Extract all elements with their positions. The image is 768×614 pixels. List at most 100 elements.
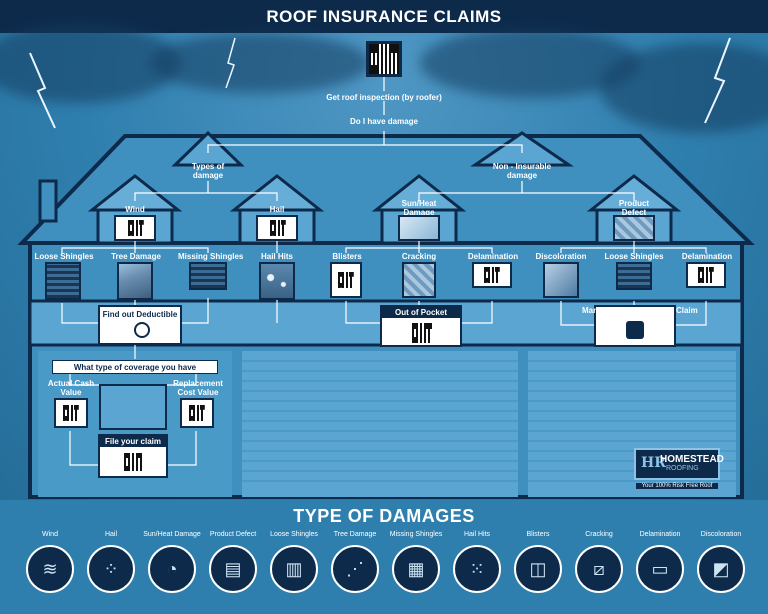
magnifier-icon [134,322,150,338]
logo-sub: ROOFING [666,465,699,472]
discoloration-icon: ◩ [697,545,745,593]
file-claim-qr-code[interactable] [122,451,144,473]
hail-hits-label: Hail Hits [260,252,293,261]
delamination-qr-code[interactable] [482,265,502,285]
missing-shingles-label: Missing Shingles [178,252,244,261]
type-of-damages-title: TYPE OF DAMAGES [293,506,475,526]
out-of-pocket-label: Out of Pocket [394,308,447,317]
cracking-icon: ⧄ [575,545,623,593]
deductible-box: Find out Deductible [98,305,182,345]
blisters-qr-code[interactable] [336,270,356,290]
step-damage-question: Do I have damage [349,117,419,126]
damage-type-item: Sun/Heat Damage ◔ [140,531,204,593]
delamination-label: Delamination [467,252,519,261]
hail-qr-box [256,215,298,241]
tree-damage-photo [117,262,153,300]
hail-hits-icon: ⁙ [453,545,501,593]
logo-monogram: HR [641,455,666,471]
delamination-qr-code-2[interactable] [696,265,716,285]
coverage-panel [99,384,167,430]
actual-cash-value-label: Actual Cash Value [47,379,95,397]
discoloration-label: Discoloration [535,252,587,261]
delamination-qr-box [472,262,512,288]
damage-type-label: Cracking [585,531,613,538]
delamination-qr-box-2 [686,262,726,288]
sun-heat-label: Sun/Heat Damage [401,199,437,217]
chimney [38,179,58,223]
hail-label: Hail [269,205,285,214]
cracking-photo [402,262,436,298]
damage-type-item: Missing Shingles ▦ [384,531,448,593]
hail-hits-photo [259,262,295,300]
inspection-qr-code[interactable] [366,41,402,77]
blisters-label: Blisters [332,252,362,261]
out-of-pocket-box: Out of Pocket [380,305,462,347]
damage-type-label: Product Defect [209,531,257,538]
actual-cash-qr-box [54,398,88,428]
blisters-icon: ◫ [514,545,562,593]
house-diagram [17,37,755,499]
damage-type-label: Wind [42,531,58,538]
damage-type-label: Discoloration [700,531,742,538]
damage-type-item: Delamination ▭ [628,531,692,593]
damage-type-item: Wind ≋ [18,531,82,593]
lightning-right-icon [704,37,731,124]
lightning-left-icon [29,52,56,129]
replacement-cost-qr-code[interactable] [187,403,207,423]
damage-type-label: Tree Damage [333,531,377,538]
homestead-roofing-logo: HR HOMESTEAD ROOFING Your 100% Risk Free… [634,448,724,489]
damage-type-item: Cracking ⧄ [567,531,631,593]
hail-qr-code[interactable] [268,218,288,238]
loose-shingles-photo [45,262,81,300]
damage-type-item: Discoloration ◩ [689,531,753,593]
file-claim-label: File your claim [104,437,162,446]
sun-heat-photo [398,215,440,241]
step-inspection: Get roof inspection (by roofer) [326,93,442,102]
types-of-damage-label: Types of damage [191,162,225,180]
product-defect-icon: ▤ [209,545,257,593]
cracking-label: Cracking [401,252,437,261]
product-defect-label: Product Defect [618,199,650,217]
coverage-question-label: What type of coverage you have [73,363,197,372]
damage-type-label: Hail [104,531,118,538]
replacement-cost-label: Replacement Cost Value [173,379,223,397]
warranty-box: Manufacturers Warranty Claim [582,305,698,347]
blisters-qr-box [330,262,362,298]
damage-type-item: Tree Damage ⋰ [323,531,387,593]
tree-damage-icon: ⋰ [331,545,379,593]
loose-shingles-photo-2 [616,262,652,290]
delamination-label-2: Delamination [681,252,733,261]
loose-shingles-label-2: Loose Shingles [604,252,664,261]
file-claim-header [100,436,166,447]
damage-type-item: Hail ⁘ [79,531,143,593]
wind-qr-code[interactable] [126,218,146,238]
hail-icon: ⁘ [87,545,135,593]
damage-type-label: Hail Hits [463,531,491,538]
missing-shingles-icon: ▦ [392,545,440,593]
lightning-center-icon [225,37,236,89]
out-of-pocket-header [382,307,460,318]
wind-icon: ≋ [26,545,74,593]
warranty-badge-icon [626,321,644,339]
warranty-claim-label: Manufacturers Warranty Claim [582,306,698,315]
page-title: ROOF INSURANCE CLAIMS [266,7,502,26]
loose-shingles-icon: ▥ [270,545,318,593]
wind-label: Wind [125,205,145,214]
replacement-cost-qr-box [180,398,214,428]
garage-door-1 [242,351,518,497]
non-insurable-label: Non - Insurable damage [492,162,552,180]
find-deductible-label: Find out Deductible [102,310,178,319]
product-defect-photo [613,215,655,241]
actual-cash-qr-code[interactable] [61,403,81,423]
damage-type-label: Missing Shingles [389,531,443,538]
damage-type-label: Delamination [639,531,681,538]
tree-damage-label: Tree Damage [111,252,161,261]
damage-type-label: Sun/Heat Damage [143,531,201,538]
out-of-pocket-qr-code[interactable] [410,321,434,345]
loose-shingles-label: Loose Shingles [34,252,94,261]
damage-type-label: Loose Shingles [270,531,318,538]
sun-heat-icon: ◔ [148,545,196,593]
wind-qr-box [114,215,156,241]
delamination-icon: ▭ [636,545,684,593]
missing-shingles-photo [189,262,227,290]
